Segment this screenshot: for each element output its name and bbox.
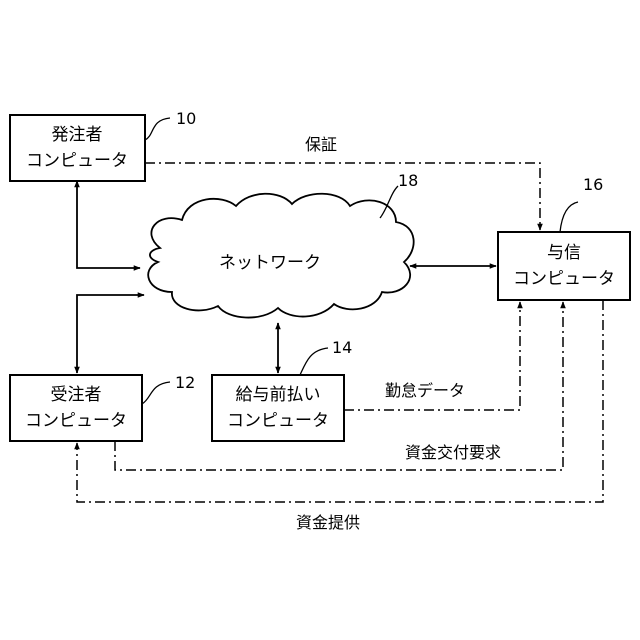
contractor-label-line2: コンピュータ [25, 411, 127, 431]
ref-14: 14 [300, 338, 352, 375]
orderer-label-line2: コンピュータ [26, 151, 128, 171]
ref-10: 10 [145, 109, 196, 140]
credit-label-line2: コンピュータ [513, 269, 615, 289]
prepay-computer-node: 給与前払い コンピュータ [212, 375, 344, 441]
ref-18: 18 [380, 171, 418, 218]
credit-computer-node: 与信 コンピュータ [498, 232, 630, 300]
fund-request-label: 資金交付要求 [405, 443, 501, 462]
network-label: ネットワーク [219, 253, 321, 273]
network-cloud: ネットワーク [148, 194, 413, 318]
ref-18-label: 18 [398, 171, 418, 190]
ref-14-label: 14 [332, 338, 352, 357]
orderer-computer-node: 発注者 コンピュータ [10, 115, 145, 181]
credit-label-line1: 与信 [547, 243, 581, 263]
ref-12-label: 12 [175, 373, 195, 392]
guarantee-flow [145, 163, 540, 230]
ref-10-label: 10 [176, 109, 196, 128]
guarantee-label: 保証 [305, 135, 337, 154]
ref-16: 16 [560, 175, 603, 232]
contractor-network-link [77, 295, 144, 373]
contractor-label-line1: 受注者 [51, 385, 102, 405]
attendance-label: 勤怠データ [385, 381, 465, 400]
prepay-label-line2: コンピュータ [227, 411, 329, 431]
contractor-computer-node: 受注者 コンピュータ [10, 375, 142, 441]
orderer-network-link [77, 181, 140, 268]
ref-16-label: 16 [583, 175, 603, 194]
orderer-label-line1: 発注者 [52, 125, 103, 145]
ref-12: 12 [142, 373, 195, 404]
prepay-label-line1: 給与前払い [236, 385, 321, 405]
fund-provide-label: 資金提供 [296, 513, 360, 532]
